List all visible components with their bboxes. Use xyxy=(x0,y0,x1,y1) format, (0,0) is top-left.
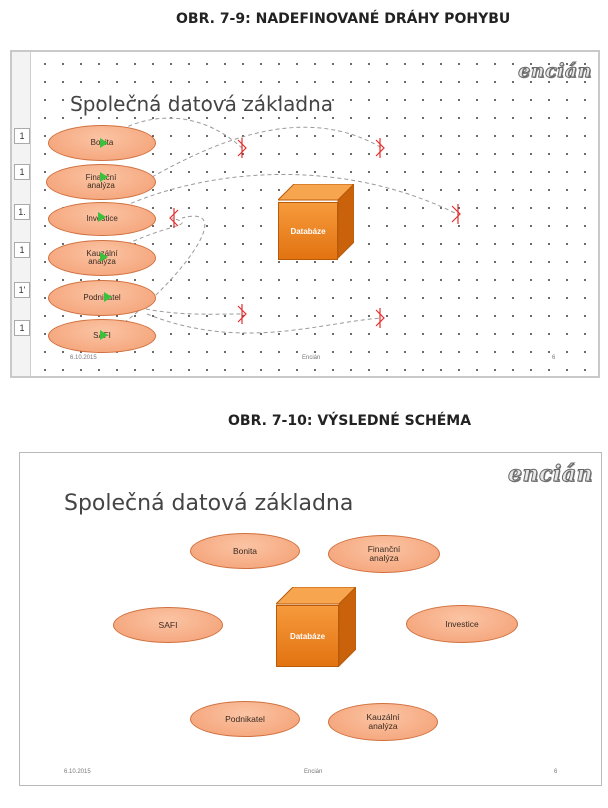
oval-investice[interactable]: Investice xyxy=(406,605,518,643)
cube-shading xyxy=(276,587,356,667)
figure-caption-7-9: OBR. 7-9: NADEFINOVANÉ DRÁHY POHYBU xyxy=(176,11,511,27)
database-cube[interactable]: Databáze xyxy=(276,587,356,667)
animation-order-tag[interactable]: 1' xyxy=(14,282,30,298)
database-cube[interactable]: Databáze xyxy=(278,184,354,260)
encian-logo: encián xyxy=(518,60,592,83)
motion-start-icon xyxy=(104,292,112,302)
cube-front: Databáze xyxy=(278,202,338,260)
motion-start-icon xyxy=(98,212,106,222)
slide-title[interactable]: Společná datová základna xyxy=(70,92,334,116)
footer-page-number: 6 xyxy=(554,769,558,775)
oval-podnikatel[interactable]: Podnikatel xyxy=(190,701,300,737)
animation-order-tag[interactable]: 1 xyxy=(14,164,30,180)
footer-center: Encián xyxy=(302,355,321,361)
oval-bonita[interactable]: Bonita xyxy=(190,533,300,569)
motion-start-icon xyxy=(100,172,108,182)
footer-center: Encián xyxy=(304,769,323,775)
slide-motion-paths: 1 1 1. 1 1' 1 Společná datová základna e… xyxy=(10,50,600,378)
figure-caption-7-10: OBR. 7-10: VÝSLEDNÉ SCHÉMA xyxy=(228,413,472,429)
footer-page-number: 6 xyxy=(552,355,556,361)
slide-final-schema: Společná datová základna encián Bonita F… xyxy=(19,452,602,786)
oval-safi[interactable]: SAFI xyxy=(113,607,223,643)
cube-shading xyxy=(278,184,354,260)
slide-title[interactable]: Společná datová základna xyxy=(64,491,354,516)
animation-order-tag[interactable]: 1 xyxy=(14,128,30,144)
animation-order-tag[interactable]: 1 xyxy=(14,320,30,336)
motion-start-icon xyxy=(100,138,108,148)
cube-front: Databáze xyxy=(276,605,339,667)
animation-order-tag[interactable]: 1. xyxy=(14,204,30,220)
animation-order-ruler: 1 1 1. 1 1' 1 xyxy=(12,52,31,376)
motion-start-icon xyxy=(100,330,108,340)
motion-start-icon xyxy=(100,252,108,262)
footer-date: 6.10.2015 xyxy=(70,355,97,361)
animation-order-tag[interactable]: 1 xyxy=(14,242,30,258)
footer-date: 6.10.2015 xyxy=(64,769,91,775)
oval-podnikatel[interactable]: Podnikatel xyxy=(48,280,156,316)
encian-logo: encián xyxy=(508,461,594,488)
